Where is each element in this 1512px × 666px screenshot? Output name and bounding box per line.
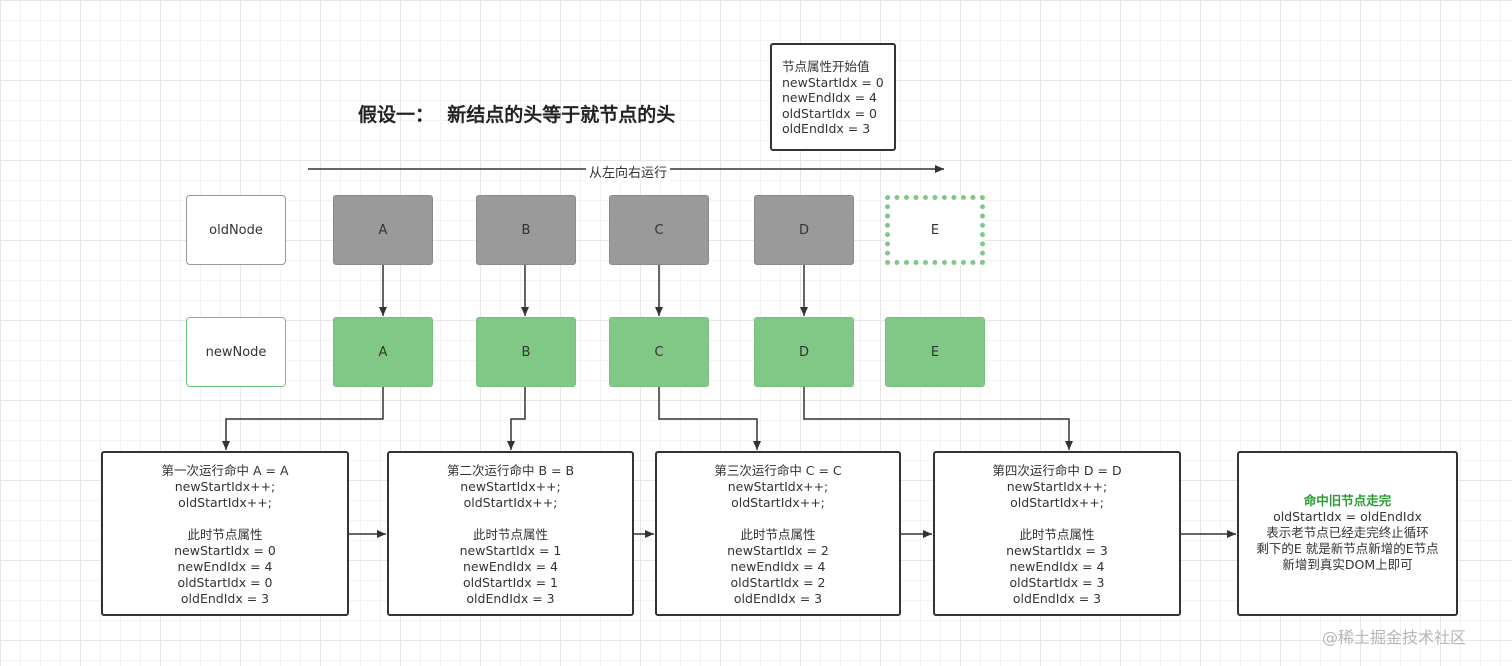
old-node-row-label: oldNode [186, 195, 286, 265]
step-line: 第二次运行命中 B = B [446, 463, 575, 478]
step-line: oldEndIdx = 3 [466, 591, 555, 606]
info-line: oldEndIdx = 3 [782, 121, 871, 136]
step-line: 此时节点属性 [740, 527, 816, 542]
step-line: newStartIdx++; [727, 479, 829, 494]
step-line: oldStartIdx = 0 [177, 575, 273, 590]
step-line [389, 511, 632, 527]
new-node-a: A [333, 317, 433, 387]
step-line: 第一次运行命中 A = A [161, 463, 289, 478]
old-node-e-placeholder: E [885, 195, 985, 265]
step-line: oldStartIdx = 2 [730, 575, 826, 590]
step-line: oldStartIdx++; [1010, 495, 1104, 510]
connector-new-b-to-step-2 [507, 387, 526, 450]
step-line: newEndIdx = 4 [730, 559, 826, 574]
step-3-box: 第三次运行命中 C = C newStartIdx++; oldStartIdx… [655, 451, 901, 616]
new-node-row-label: newNode [186, 317, 286, 387]
new-node-d: D [754, 317, 854, 387]
old-node-a: A [333, 195, 433, 265]
step-4-box: 第四次运行命中 D = D newStartIdx++; oldStartIdx… [933, 451, 1181, 616]
step-line: newStartIdx = 0 [174, 543, 276, 558]
new-node-c: C [609, 317, 709, 387]
step-line: newEndIdx = 4 [177, 559, 273, 574]
final-line: oldStartIdx = oldEndIdx [1273, 509, 1422, 524]
step-line: newStartIdx = 3 [1006, 543, 1108, 558]
final-result-box: 命中旧节点走完 oldStartIdx = oldEndIdx 表示老节点已经走… [1237, 451, 1458, 616]
step-line: oldStartIdx++; [731, 495, 825, 510]
old-node-c: C [609, 195, 709, 265]
step-2-box: 第二次运行命中 B = B newStartIdx++; oldStartIdx… [387, 451, 634, 616]
watermark: @稀土掘金技术社区 [1322, 628, 1467, 647]
step-line: 此时节点属性 [1019, 527, 1095, 542]
step-line: 第三次运行命中 C = C [714, 463, 842, 478]
step-line [657, 511, 899, 527]
final-line: 新增到真实DOM上即可 [1282, 557, 1413, 572]
info-line: oldStartIdx = 0 [782, 105, 877, 121]
old-node-d: D [754, 195, 854, 265]
step-line: newStartIdx++; [174, 479, 276, 494]
info-line: 节点属性开始值 [782, 59, 870, 74]
diagram-title: 假设一： 新结点的头等于就节点的头 [358, 104, 676, 126]
step-line: oldStartIdx = 3 [1009, 575, 1105, 590]
old-node-b: B [476, 195, 576, 265]
connector-new-d-to-step-4 [803, 387, 1073, 450]
step-1-box: 第一次运行命中 A = A newStartIdx++; oldStartIdx… [101, 451, 349, 616]
step-line: oldEndIdx = 3 [733, 591, 823, 606]
step-line: newStartIdx = 2 [727, 543, 829, 558]
step-line: 第四次运行命中 D = D [992, 463, 1122, 478]
step-line [103, 511, 347, 527]
final-line: 表示老节点已经走完终止循环 [1266, 525, 1429, 540]
step-line: oldStartIdx++; [463, 495, 558, 510]
info-line: newStartIdx = 0 [782, 74, 884, 90]
new-node-e: E [885, 317, 985, 387]
step-line: 此时节点属性 [187, 527, 263, 542]
step-line: newEndIdx = 4 [463, 559, 558, 574]
final-highlight: 命中旧节点走完 [1303, 493, 1392, 508]
step-line: newStartIdx = 1 [459, 543, 562, 558]
info-line: newEndIdx = 4 [782, 90, 877, 105]
step-line: oldStartIdx = 1 [463, 575, 558, 590]
connector-new-c-to-step-3 [658, 387, 761, 450]
connector-new-a-to-step-1 [222, 387, 384, 450]
step-line: newEndIdx = 4 [1009, 559, 1105, 574]
step-line: oldEndIdx = 3 [1012, 591, 1102, 606]
direction-label: 从左向右运行 [586, 162, 671, 181]
new-node-b: B [476, 317, 576, 387]
step-line: newStartIdx++; [460, 479, 561, 494]
step-line [935, 511, 1179, 527]
step-line: oldStartIdx++; [178, 495, 272, 510]
initial-values-box: 节点属性开始值 newStartIdx = 0 newEndIdx = 4 ol… [770, 43, 896, 151]
final-line: 剩下的E 就是新节点新增的E节点 [1256, 541, 1439, 556]
step-line: oldEndIdx = 3 [180, 591, 270, 606]
step-line: newStartIdx++; [1006, 479, 1108, 494]
step-line: 此时节点属性 [472, 527, 548, 542]
